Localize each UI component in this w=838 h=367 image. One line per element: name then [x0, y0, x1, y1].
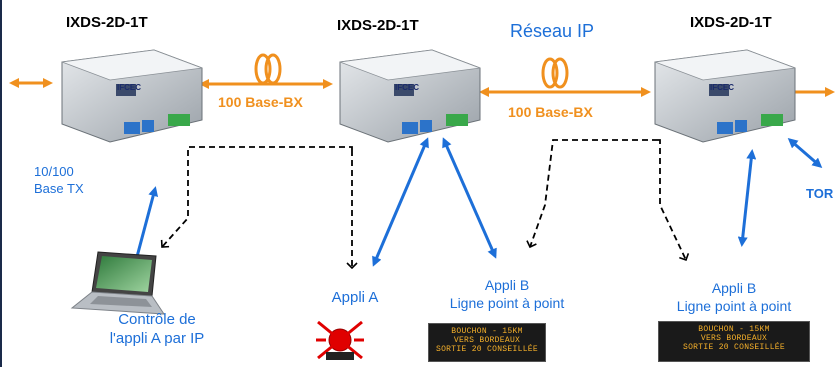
- appli-a-link: [372, 137, 429, 267]
- network-label: Réseau IP: [510, 21, 595, 41]
- device-1: [61, 49, 203, 143]
- appli-b2-link: [737, 149, 757, 247]
- led-message-panel-2: BOUCHON - 15KM VERS BORDEAUX SORTIE 20 C…: [658, 321, 810, 362]
- fiber-2-label: 100 Base-BX: [508, 104, 593, 120]
- device-2-brand: IFCEC: [395, 83, 419, 92]
- ethernet-label-line1: 10/100: [34, 164, 74, 179]
- appli-b1-label-line2: Ligne point à point: [449, 295, 565, 311]
- panel-1-line2: VERS BORDEAUX: [453, 336, 521, 345]
- tor-label: TOR: [806, 186, 834, 201]
- ethernet-label-line2: Base TX: [34, 181, 84, 196]
- panel-2-line3: SORTIE 20 CONSEILLÉE: [682, 343, 785, 352]
- fiber-coil-icon: [541, 57, 569, 89]
- panel-1-line1: BOUCHON - 15KM: [451, 327, 523, 336]
- control-label-line2: l'appli A par IP: [109, 330, 205, 347]
- fiber-link-1: [199, 53, 333, 89]
- panel-1-line3: SORTIE 20 CONSEILLÉE: [435, 345, 538, 354]
- tor-link: [787, 138, 823, 168]
- laptop-icon: [70, 251, 165, 315]
- control-path-to-laptop: [160, 146, 353, 248]
- device-1-label: IXDS-2D-1T: [66, 14, 148, 31]
- control-path-to-appli-b2: [658, 139, 690, 262]
- fiber-coil-icon: [254, 53, 282, 85]
- appli-b2-label-line1: Appli B: [711, 280, 757, 296]
- appli-b2-label-line2: Ligne point à point: [676, 298, 792, 314]
- appli-a-label: Appli A: [331, 289, 379, 306]
- fiber-1-label: 100 Base-BX: [218, 94, 303, 110]
- alarm-light-icon: [316, 320, 364, 360]
- panel-2-line1: BOUCHON - 15KM: [698, 325, 770, 334]
- control-path-to-appli-b1: [526, 139, 658, 249]
- frame-border: [0, 0, 2, 367]
- device-2: [339, 49, 481, 143]
- led-message-panel-1: BOUCHON - 15KM VERS BORDEAUX SORTIE 20 C…: [428, 323, 546, 362]
- device-3-brand: IFCEC: [710, 83, 734, 92]
- appli-b1-link: [442, 137, 497, 259]
- device-3: [654, 49, 796, 143]
- control-label-line1: Contrôle de: [118, 311, 196, 328]
- fiber-link-2: [479, 57, 651, 97]
- panel-2-line2: VERS BORDEAUX: [700, 334, 768, 343]
- device-3-label: IXDS-2D-1T: [690, 14, 772, 31]
- device-2-label: IXDS-2D-1T: [337, 17, 419, 34]
- appli-b1-label-line1: Appli B: [484, 277, 530, 293]
- device-1-brand: IFCEC: [117, 83, 141, 92]
